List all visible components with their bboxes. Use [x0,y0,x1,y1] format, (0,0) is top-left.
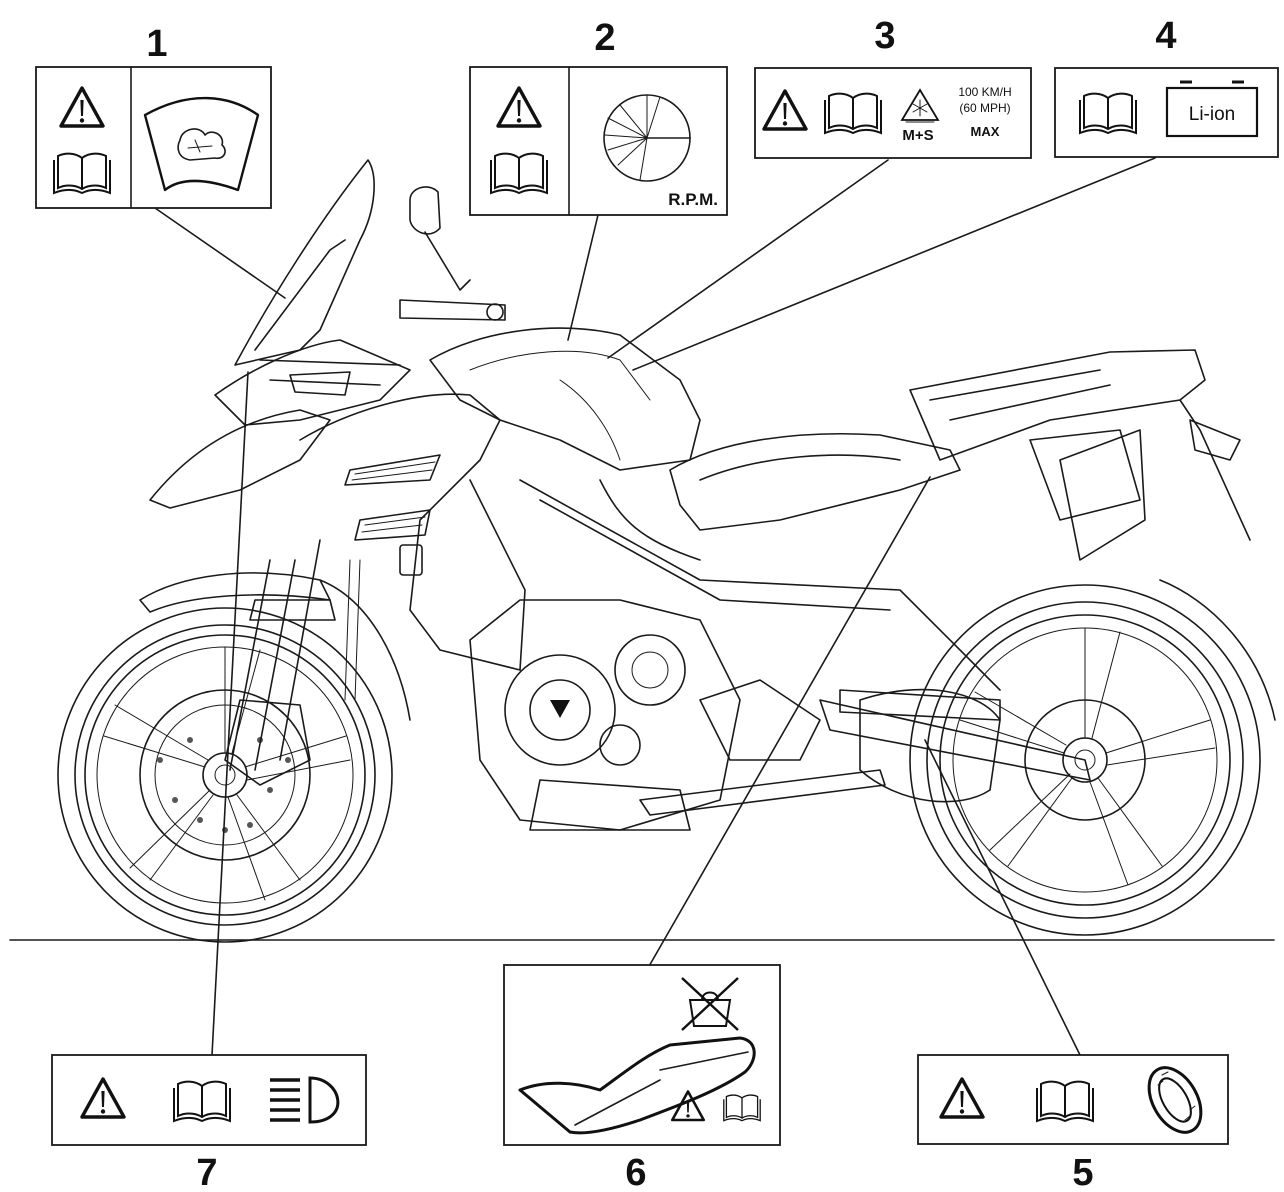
rpm-dial-icon [603,94,691,182]
fairing [149,159,526,671]
fuel-tank [429,327,701,471]
callout-number-4: 4 [1155,15,1176,57]
leader-7 [211,371,249,1056]
engine-frame [469,479,1001,831]
leader-lines [154,157,1156,1056]
speed-line-1: 100 KM/H [958,85,1011,99]
motorcycle-illustration [9,159,1276,943]
snow-tyre-icon [900,88,940,123]
leader-1 [154,207,286,299]
swingarm-exhaust [819,429,1276,803]
label-1 [35,66,272,209]
leader-3 [607,159,889,359]
headlight-icon [270,1076,340,1124]
callout-number-5: 5 [1072,1152,1093,1192]
callout-numbers: 1 2 3 4 5 6 7 [146,15,1176,1192]
front-mudguard [139,572,331,613]
label-3: M+S 100 KM/H (60 MPH) MAX [754,67,1032,159]
tail-rack [909,349,1251,541]
label-2: R.P.M. [469,66,728,216]
front-wheel [57,607,393,943]
seat-icon [518,1036,756,1135]
front-fork [224,539,361,786]
leader-2 [567,214,599,341]
max-text: MAX [971,124,1000,139]
rear-wheel [909,584,1261,936]
windscreen-cleaning-icon [143,96,260,192]
callout-number-3: 3 [874,15,895,57]
no-luggage-icon [681,977,739,1031]
leader-4 [632,157,1156,371]
label-5 [917,1054,1229,1145]
callout-number-2: 2 [594,17,615,59]
battery-text: Li-ion [1189,104,1235,125]
battery-icon [1165,80,1259,138]
callout-number-1: 1 [146,23,167,65]
tyre-icon [1147,1066,1203,1134]
seat [669,433,961,531]
mirror [399,186,506,321]
speed-line-2: (60 MPH) [959,101,1010,115]
callout-number-7: 7 [196,1152,217,1192]
rpm-text: R.P.M. [668,190,718,209]
label-4: Li-ion [1054,67,1279,158]
label-7 [51,1054,367,1146]
callout-number-6: 6 [625,1152,646,1192]
leader-5 [924,739,1081,1056]
leader-6 [647,476,931,969]
tyre-mark-text: M+S [902,127,933,144]
label-6 [503,964,781,1146]
